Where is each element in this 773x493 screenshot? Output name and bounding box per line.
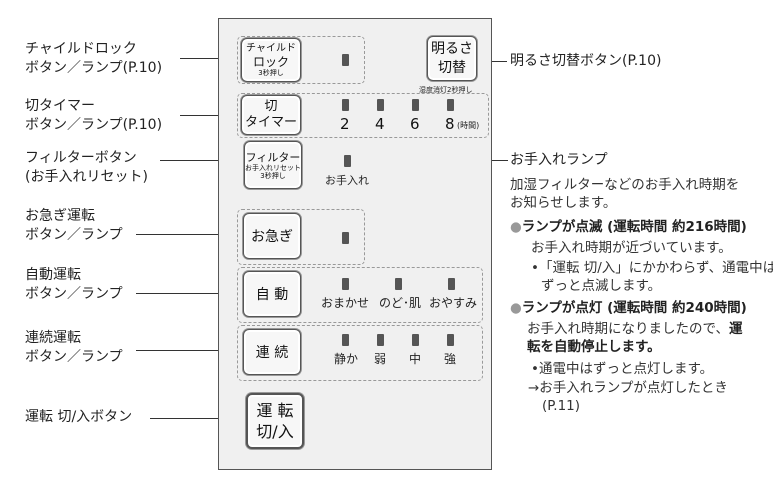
auto-button[interactable]: 自 動 xyxy=(243,271,301,317)
care-description: 加湿フィルターなどのお手入れ時期をお知らせします。 xyxy=(510,177,740,211)
care-lamp-label: お手入れ xyxy=(325,174,369,187)
leader-line xyxy=(136,350,248,351)
continuous-button[interactable]: 連 続 xyxy=(243,329,301,375)
auto-throat-skin-lamp xyxy=(395,278,402,290)
auto-sleep-lamp xyxy=(448,278,455,290)
timer-4h-lamp xyxy=(377,99,384,111)
on-heading: ●ランプが点灯 (運転時間 約240時間) xyxy=(510,300,747,316)
blink-text: お手入れ時期が近づいています。 xyxy=(531,240,732,256)
fan-mode-label: 弱 xyxy=(374,352,387,366)
blink-note: •「運転 切/入」にかかわらず、通電中はずっと点滅します。 xyxy=(531,260,773,294)
auto-mode-label: おやすみ xyxy=(429,296,478,310)
fan-high-lamp xyxy=(447,334,454,346)
timer-8h-lamp xyxy=(447,99,454,111)
care-lamp-title: お手入れランプ xyxy=(510,152,608,168)
leader-line xyxy=(160,160,248,161)
off-timer-label: 切タイマーボタン／ランプ(P.10) xyxy=(25,98,163,133)
fan-mode-label: 静か xyxy=(334,352,359,366)
child-lock-button[interactable]: チャイルド ロック 3秒押し xyxy=(241,38,301,82)
timer-value: 2 xyxy=(340,115,350,133)
timer-button[interactable]: 切タイマー xyxy=(241,95,301,135)
leader-line xyxy=(136,293,248,294)
bullet-icon: ● xyxy=(510,300,522,316)
timer-6h-lamp xyxy=(412,99,419,111)
quick-group xyxy=(237,209,365,265)
child-lock-label: チャイルドロックボタン／ランプ(P.10) xyxy=(25,41,163,76)
fan-quiet-lamp xyxy=(342,334,349,346)
continuous-label: 連続運転ボタン／ランプ xyxy=(25,330,123,365)
auto-group xyxy=(237,267,483,323)
filter-reset-button[interactable]: フィルター お手入れリセット 3秒押し xyxy=(244,141,302,189)
leader-line xyxy=(180,115,248,116)
leader-line xyxy=(150,418,248,419)
quick-lamp xyxy=(342,232,349,244)
power-button[interactable]: 運 転切/入 xyxy=(246,393,304,449)
on-text: お手入れ時期になりましたので、運 転を自動停止します。 xyxy=(527,321,743,355)
blink-heading: ●ランプが点滅 (運転時間 約216時間) xyxy=(510,219,747,235)
control-panel: チャイルド ロック 3秒押し 明るさ切替 湿度消灯2秒押し 切タイマー 2 4 … xyxy=(218,18,492,470)
timer-value: 6 xyxy=(410,115,420,133)
filter-label: フィルターボタン(お手入れリセット) xyxy=(25,150,148,185)
child-lock-lamp xyxy=(342,54,349,66)
on-note: •通電中はずっと点灯します。 xyxy=(531,361,714,377)
bullet-icon: ● xyxy=(510,219,522,235)
fan-medium-lamp xyxy=(412,334,419,346)
auto-mode-label: のど･肌 xyxy=(379,296,422,310)
timer-2h-lamp xyxy=(342,99,349,111)
leader-line xyxy=(180,58,248,59)
fan-mode-label: 強 xyxy=(444,352,457,366)
child-lock-group xyxy=(237,36,365,84)
brightness-note: 湿度消灯2秒押し xyxy=(419,86,473,94)
continuous-group xyxy=(237,325,483,381)
timer-value: 8 xyxy=(445,115,455,133)
brightness-label: 明るさ切替ボタン(P.10) xyxy=(510,53,662,69)
timer-group xyxy=(237,93,489,138)
auto-label: 自動運転ボタン／ランプ xyxy=(25,267,123,302)
fan-low-lamp xyxy=(377,334,384,346)
leader-line xyxy=(136,234,248,235)
care-lamp xyxy=(344,155,351,167)
fan-mode-label: 中 xyxy=(409,352,422,366)
timer-value: 4 xyxy=(375,115,385,133)
power-label: 運転 切/入ボタン xyxy=(25,409,133,425)
auto-omakase-lamp xyxy=(342,278,349,290)
quick-button[interactable]: お急ぎ xyxy=(243,213,301,259)
quick-label: お急ぎ運転ボタン／ランプ xyxy=(25,208,123,243)
on-reference: →お手入れランプが点灯したとき(P.11) xyxy=(528,380,728,414)
timer-unit: (時間) xyxy=(457,121,480,130)
auto-mode-label: おまかせ xyxy=(321,296,370,310)
brightness-button[interactable]: 明るさ切替 xyxy=(427,36,477,81)
